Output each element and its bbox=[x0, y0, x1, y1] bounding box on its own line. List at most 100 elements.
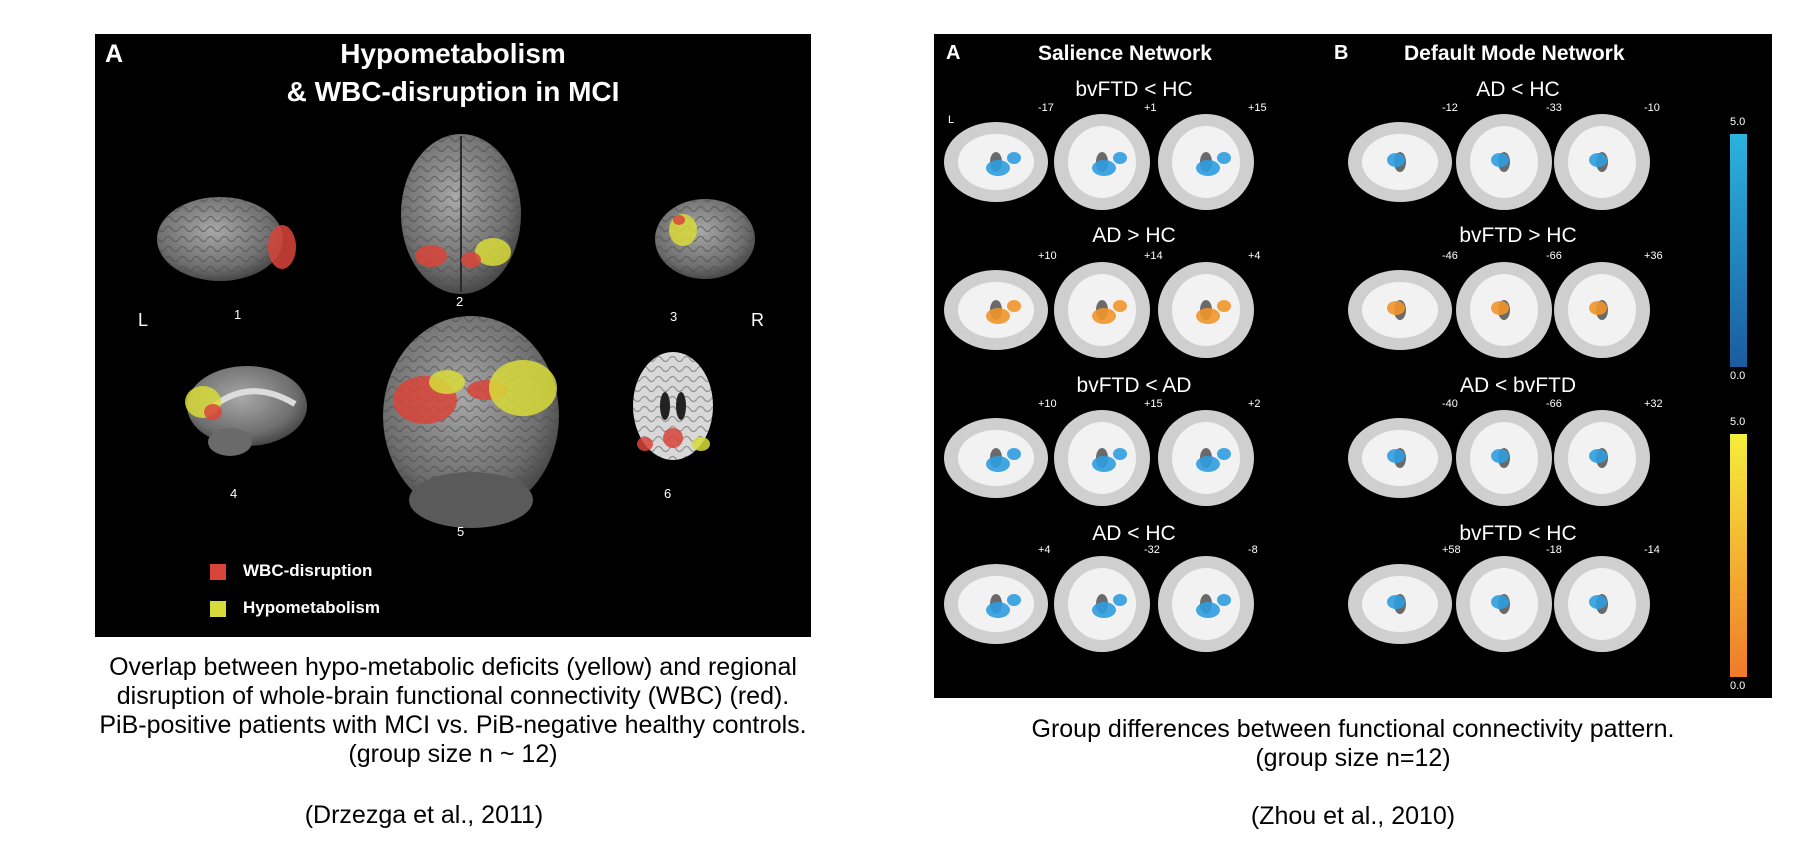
right-citation: (Zhou et al., 2010) bbox=[1250, 802, 1456, 830]
view-number: 3 bbox=[670, 309, 678, 324]
salience-activation-cluster bbox=[1007, 300, 1021, 312]
default-mode-slice-number: +32 bbox=[1644, 398, 1663, 410]
default-mode-slice-number: +36 bbox=[1644, 250, 1663, 262]
brain-view-3 bbox=[655, 199, 755, 279]
legend-swatch-wbc bbox=[210, 564, 226, 580]
salience-activation-cluster bbox=[986, 160, 1010, 176]
brain-view-1 bbox=[157, 197, 296, 281]
salience-activation-cluster bbox=[1113, 300, 1127, 312]
legend-swatch-hypometabolism bbox=[210, 601, 226, 617]
default-mode-activation-cluster bbox=[1491, 595, 1509, 609]
panel-a-letter: A bbox=[946, 42, 961, 64]
salience-activation-cluster bbox=[1113, 152, 1127, 164]
salience-activation-cluster bbox=[1007, 448, 1021, 460]
salience-activation-cluster bbox=[1092, 602, 1116, 618]
colorbar-warm-min: 0.0 bbox=[1730, 680, 1746, 692]
left-caption: Overlap between hypo-metabolic deficits … bbox=[0, 653, 906, 769]
default-mode-activation-cluster bbox=[1491, 153, 1509, 167]
default-mode-activation-cluster bbox=[1491, 449, 1509, 463]
default-mode-row-label: bvFTD > HC bbox=[1459, 224, 1577, 247]
default-mode-activation-cluster bbox=[1589, 595, 1607, 609]
figure-title-line1: Hypometabolism bbox=[340, 38, 566, 69]
colorbar-warm-max: 5.0 bbox=[1730, 416, 1746, 428]
side-label-right: R bbox=[751, 310, 764, 330]
default-mode-slice-number: -10 bbox=[1644, 102, 1660, 114]
default-mode-slice-number: -14 bbox=[1644, 544, 1660, 556]
salience-activation-cluster bbox=[1113, 594, 1127, 606]
view-number: 6 bbox=[664, 486, 672, 501]
brain-slice-grid bbox=[944, 114, 1650, 652]
legend-label-hypometabolism: Hypometabolism bbox=[243, 598, 380, 617]
default-mode-slice-number: -40 bbox=[1442, 398, 1458, 410]
salience-activation-cluster bbox=[1196, 308, 1220, 324]
default-mode-slice-number: -12 bbox=[1442, 102, 1458, 114]
legend-label-wbc: WBC-disruption bbox=[243, 561, 373, 580]
salience-activation-cluster bbox=[1007, 152, 1021, 164]
default-mode-row-label: AD < HC bbox=[1476, 78, 1560, 101]
default-mode-activation-cluster bbox=[1589, 301, 1607, 315]
default-mode-row-label: AD < bvFTD bbox=[1459, 374, 1577, 397]
salience-activation-cluster bbox=[1196, 456, 1220, 472]
default-mode-slice-number: -66 bbox=[1546, 398, 1562, 410]
view-number: 1 bbox=[234, 307, 242, 322]
caption-line: disruption of whole-brain functional con… bbox=[116, 682, 790, 710]
salience-row-label: AD > HC bbox=[1092, 224, 1176, 247]
view-number: 2 bbox=[456, 294, 464, 309]
salience-slice-number: +14 bbox=[1144, 250, 1163, 262]
view-number: 4 bbox=[230, 486, 238, 501]
colorbar-blue-max: 5.0 bbox=[1730, 116, 1746, 128]
salience-activation-cluster bbox=[1196, 602, 1220, 618]
caption-line: PiB-positive patients with MCI vs. PiB-n… bbox=[99, 711, 807, 739]
brain-view-5 bbox=[383, 316, 559, 528]
default-mode-activation-cluster bbox=[1387, 301, 1405, 315]
salience-activation-cluster bbox=[1196, 160, 1220, 176]
salience-activation-cluster bbox=[1113, 448, 1127, 460]
panel-b-letter: B bbox=[1334, 42, 1349, 64]
default-mode-activation-cluster bbox=[1387, 595, 1405, 609]
panel-a-title: Salience Network bbox=[1038, 42, 1212, 65]
default-mode-activation-cluster bbox=[1387, 153, 1405, 167]
default-mode-activation-cluster bbox=[1491, 301, 1509, 315]
salience-row-label: AD < HC bbox=[1092, 522, 1176, 545]
view-number: 5 bbox=[457, 524, 465, 539]
salience-row-label: bvFTD < HC bbox=[1075, 78, 1193, 101]
salience-slice-number: +10 bbox=[1038, 250, 1057, 262]
side-label: L bbox=[948, 114, 955, 126]
salience-activation-cluster bbox=[1092, 160, 1116, 176]
salience-activation-cluster bbox=[1217, 594, 1231, 606]
default-mode-slice-number: +58 bbox=[1442, 544, 1461, 556]
salience-slice-number: +1 bbox=[1144, 102, 1157, 114]
salience-slice-number: -17 bbox=[1038, 102, 1054, 114]
default-mode-row-label: bvFTD < HC bbox=[1459, 522, 1577, 545]
salience-activation-cluster bbox=[986, 456, 1010, 472]
caption-line: Overlap between hypo-metabolic deficits … bbox=[109, 653, 797, 681]
side-label-left: L bbox=[138, 310, 149, 330]
left-citation: (Drzezga et al., 2011) bbox=[304, 801, 544, 829]
left-brain-renderings bbox=[157, 134, 755, 528]
default-mode-slice-number: -66 bbox=[1546, 250, 1562, 262]
panel-letter: A bbox=[105, 40, 124, 68]
salience-slice-number: +15 bbox=[1248, 102, 1267, 114]
right-caption: Group differences between functional con… bbox=[934, 715, 1772, 773]
salience-activation-cluster bbox=[986, 602, 1010, 618]
salience-slice-number: +4 bbox=[1038, 544, 1051, 556]
salience-activation-cluster bbox=[1092, 308, 1116, 324]
right-figure-panel: A Salience Network B Default Mode Networ… bbox=[934, 34, 1772, 698]
salience-slice-number: -8 bbox=[1248, 544, 1258, 556]
salience-row-label: bvFTD < AD bbox=[1076, 374, 1192, 397]
brain-view-2 bbox=[401, 134, 521, 294]
brain-view-6 bbox=[633, 352, 713, 460]
default-mode-activation-cluster bbox=[1387, 449, 1405, 463]
colorbar-blue-min: 0.0 bbox=[1730, 370, 1746, 382]
brain-view-4 bbox=[185, 366, 307, 456]
salience-slice-number: +4 bbox=[1248, 250, 1261, 262]
caption-line: (group size n ~ 12) bbox=[348, 740, 558, 768]
default-mode-slice-number: -18 bbox=[1546, 544, 1562, 556]
salience-slice-number: +10 bbox=[1038, 398, 1057, 410]
caption-line: Group differences between functional con… bbox=[1031, 715, 1675, 743]
colorbar-blue bbox=[1730, 134, 1747, 367]
left-figure-panel: A Hypometabolism & WBC-disruption in MCI… bbox=[95, 34, 811, 637]
salience-activation-cluster bbox=[1217, 152, 1231, 164]
figure-title-line2: & WBC-disruption in MCI bbox=[286, 76, 620, 107]
salience-slice-number: -32 bbox=[1144, 544, 1160, 556]
